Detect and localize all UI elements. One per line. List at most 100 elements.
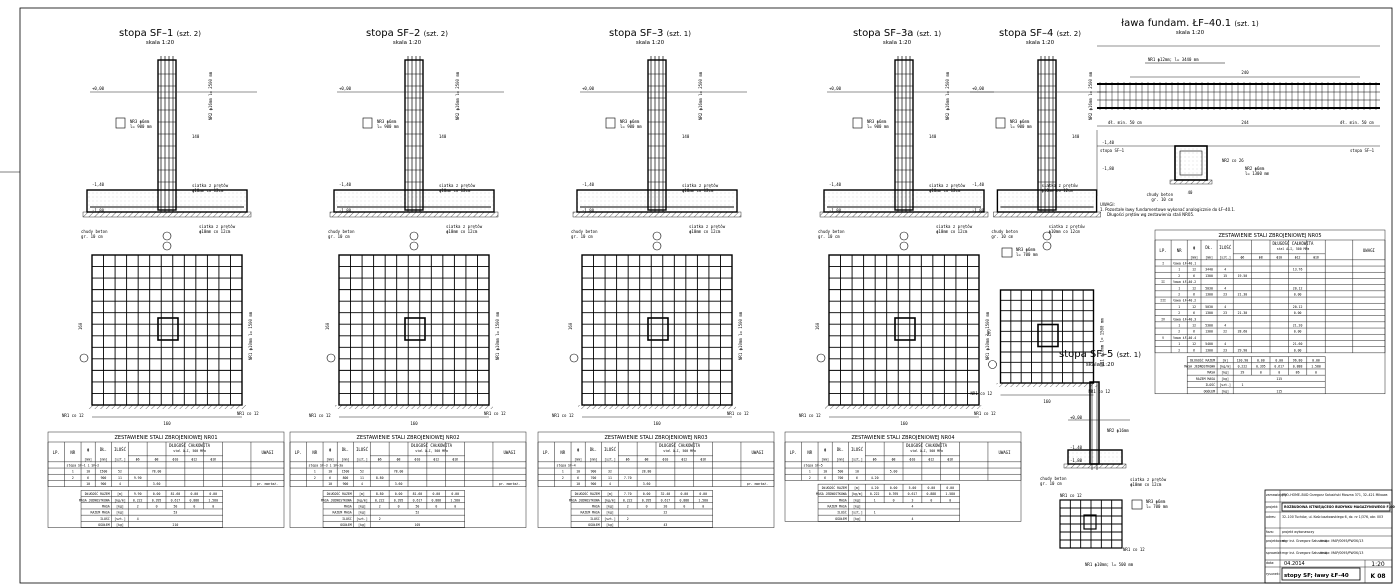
svg-text:siatka z prętów: siatka z prętów [682,183,719,188]
svg-text:l= 700 mm: l= 700 mm [1146,504,1168,509]
svg-text:3440: 3440 [1205,268,1213,272]
svg-text:ILOŚĆ: ILOŚĆ [837,510,847,515]
svg-text:0.395: 0.395 [152,498,162,502]
svg-text:MASA JEDNOSTKOWA: MASA JEDNOSTKOWA [79,498,110,502]
svg-text:DŁ.: DŁ. [342,447,349,452]
svg-text:9.90: 9.90 [134,492,142,496]
svg-text:0.00: 0.00 [432,492,440,496]
bench-nr2-co: NR2 co 26 [1222,158,1244,163]
svg-text:0: 0 [930,498,932,502]
footing-title: stopa SF–2 (szt. 2) [366,28,448,39]
svg-text:[szt.]: [szt.] [604,457,616,461]
bench-footing-drawing: ława fundam. ŁF–40.1 (szt. 1) skala 1:20… [1096,18,1380,217]
svg-text:700: 700 [591,476,597,480]
svg-text:1500: 1500 [100,470,108,474]
svg-text:210: 210 [173,523,179,527]
svg-text:1: 1 [1178,324,1180,328]
svg-text:NR1 co 12: NR1 co 12 [799,413,821,418]
svg-text:[szt.]: [szt.] [851,511,863,515]
svg-text:3.60: 3.60 [395,482,403,486]
svg-text:data:: data: [1266,561,1274,565]
svg-text:1.580: 1.580 [208,498,218,502]
svg-text:siatka z prętów: siatka z prętów [929,183,966,188]
svg-text:l= 900 mm: l= 900 mm [377,124,399,129]
svg-text:DŁUGOŚĆ RAZEM: DŁUGOŚĆ RAZEM [85,491,110,496]
svg-text:0: 0 [212,504,214,508]
svg-text:DŁ.: DŁ. [100,447,107,452]
svg-text:[kg]: [kg] [1221,389,1229,393]
svg-text:900: 900 [591,470,597,474]
svg-text:0.222: 0.222 [870,492,880,496]
svg-text:RAZEM MASA: RAZEM MASA [581,511,600,515]
svg-text:6: 6 [329,476,331,480]
svg-text:21.20: 21.20 [1293,324,1303,328]
svg-text:160: 160 [1043,399,1051,404]
svg-text:gr. 10 cm: gr. 10 cm [818,234,840,239]
svg-text:2: 2 [1178,330,1180,334]
svg-text:UWAGI: UWAGI [503,450,516,455]
svg-text:2: 2 [72,476,74,480]
svg-text:900: 900 [101,482,107,486]
bench-nr2-len: l= 1300 mm [1245,171,1270,176]
svg-text:MASA JEDNOSTKOWA: MASA JEDNOSTKOWA [816,492,847,496]
svg-text:ϕ6: ϕ6 [626,457,630,461]
svg-text:0.222: 0.222 [375,498,385,502]
bench-dl-left: dł. min. 50 cm [1108,120,1142,125]
svg-text:0.00: 0.00 [451,492,459,496]
svg-text:ϕ10: ϕ10 [415,457,421,461]
svg-text:ława ŁF–40.1: ława ŁF–40.1 [1173,262,1196,266]
svg-text:1: 1 [562,470,564,474]
svg-text:ϕ: ϕ [824,447,827,452]
svg-text:21.60: 21.60 [1293,342,1303,346]
svg-text:ϕ10mm co 12cm: ϕ10mm co 12cm [1130,482,1162,487]
svg-text:0.395: 0.395 [642,498,652,502]
svg-text:NR2 ϕ16mm l= 2500 mm: NR2 ϕ16mm l= 2500 mm [945,71,950,120]
svg-text:105: 105 [415,523,421,527]
svg-text:I: I [1162,262,1164,266]
svg-text:160: 160 [815,322,820,330]
svg-text:15: 15 [1223,274,1227,278]
svg-text:ϕ12: ϕ12 [433,457,439,461]
svg-text:ϕ10mm co 12cm: ϕ10mm co 12cm [199,229,231,234]
svg-text:3: 3 [911,498,913,502]
svg-text:ϕ10mm co 12cm: ϕ10mm co 12cm [1042,188,1074,193]
svg-text:1: 1 [1178,342,1180,346]
svg-text:2: 2 [627,504,629,508]
svg-text:-1,40: -1,40 [1070,445,1083,450]
svg-text:4: 4 [911,504,913,508]
svg-text:52: 52 [360,470,364,474]
svg-text:1: 1 [1241,383,1243,387]
svg-text:10: 10 [86,482,90,486]
svg-text:4: 4 [119,482,121,486]
svg-text:[kg]: [kg] [853,504,861,508]
svg-text:UWAGI: UWAGI [1363,248,1376,253]
svg-text:LP.: LP. [295,450,302,455]
svg-text:NR2 ϕ16mm l= 2500 mm: NR2 ϕ16mm l= 2500 mm [208,71,213,120]
svg-text:skala 1:20: skala 1:20 [146,40,175,46]
svg-text:[szt.]: [szt.] [114,457,126,461]
svg-text:NR1 ϕ10mm l= 1500 mm: NR1 ϕ10mm l= 1500 mm [985,311,990,360]
svg-text:DŁUGOŚĆ RAZEM: DŁUGOŚĆ RAZEM [327,491,352,496]
svg-text:0: 0 [435,504,437,508]
svg-text:10: 10 [855,470,859,474]
svg-text:mgr inż. Grzegorz Sałusiński: mgr inż. Grzegorz Sałusiński [1282,551,1327,555]
footing-title: stopa SF–3a (szt. 1) [853,28,941,39]
svg-text:gr. 10 cm: gr. 10 cm [81,234,103,239]
svg-text:1300: 1300 [1205,311,1213,315]
svg-text:0.00: 0.00 [1275,358,1283,362]
svg-text:0: 0 [949,498,951,502]
svg-text:NR1 co 12: NR1 co 12 [727,411,749,416]
svg-text:7.70: 7.70 [624,476,632,480]
svg-text:ϕ10: ϕ10 [663,457,669,461]
svg-text:-1,80: -1,80 [829,208,842,213]
svg-text:DŁ.: DŁ. [590,447,597,452]
footing-title: stopa SF–1 (szt. 2) [119,28,201,39]
svg-text:50: 50 [416,504,420,508]
svg-text:[kg]: [kg] [116,511,124,515]
svg-text:-1,80: -1,80 [582,208,595,213]
svg-text:skala 1:20: skala 1:20 [1086,362,1115,368]
svg-text:160: 160 [653,421,661,426]
svg-text:[szt.]: [szt.] [114,517,126,521]
svg-text:1.580: 1.580 [1311,364,1321,368]
svg-text:siatka z prętów: siatka z prętów [936,224,973,229]
